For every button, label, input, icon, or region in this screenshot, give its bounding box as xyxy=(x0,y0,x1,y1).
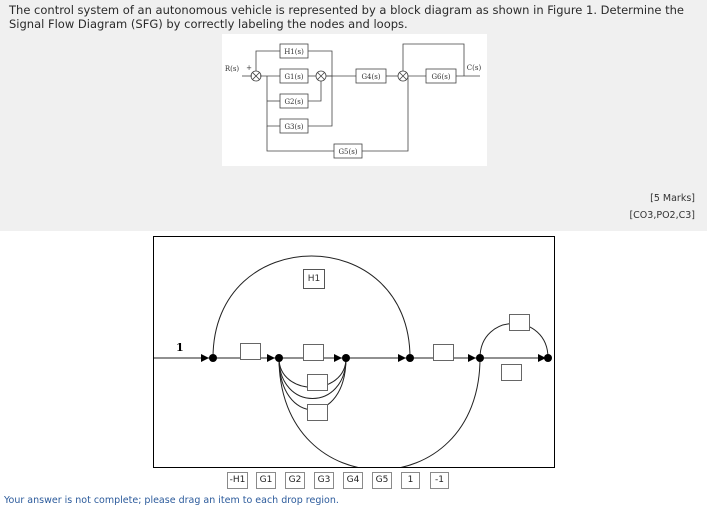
drop-region[interactable] xyxy=(307,404,328,421)
completion-status-message: Your answer is not complete; please drag… xyxy=(4,495,339,506)
token-g3[interactable]: G3 xyxy=(314,472,334,489)
block-g3: G3(s) xyxy=(284,123,303,131)
drop-region[interactable] xyxy=(307,374,328,391)
drop-region[interactable] xyxy=(433,344,454,361)
sfg-fixed-label-h1: H1 xyxy=(303,269,325,289)
token-one[interactable]: 1 xyxy=(401,472,420,489)
block-g2: G2(s) xyxy=(284,98,303,106)
token-neg-one[interactable]: -1 xyxy=(430,472,449,489)
block-input-label: R(s) xyxy=(225,65,240,73)
block-plus-sign: + xyxy=(246,64,252,72)
drop-region[interactable] xyxy=(303,344,324,361)
question-text: The control system of an autonomous vehi… xyxy=(9,3,684,31)
drop-region[interactable] xyxy=(501,364,522,381)
drop-region[interactable] xyxy=(509,314,530,331)
token-g2[interactable]: G2 xyxy=(285,472,305,489)
token-g1[interactable]: G1 xyxy=(256,472,276,489)
block-output-label: C(s) xyxy=(467,64,482,72)
signal-flow-graph-canvas: 1 H1 xyxy=(153,236,555,468)
token-g4[interactable]: G4 xyxy=(343,472,363,489)
token-g5[interactable]: G5 xyxy=(372,472,392,489)
outcomes-label: [CO3,PO2,C3] xyxy=(629,210,695,221)
block-g4: G4(s) xyxy=(361,73,380,81)
token-neg-h1[interactable]: -H1 xyxy=(227,472,248,489)
block-g1: G1(s) xyxy=(284,73,303,81)
block-g6: G6(s) xyxy=(431,73,450,81)
drop-region[interactable] xyxy=(240,343,261,360)
block-diagram-figure: R(s) C(s) H1(s) G1(s) G2(s) G3(s) G4(s) … xyxy=(222,34,487,166)
sfg-input-label: 1 xyxy=(176,341,184,354)
marks-label: [5 Marks] xyxy=(650,193,695,204)
block-g5: G5(s) xyxy=(338,148,357,156)
block-h1: H1(s) xyxy=(284,48,304,56)
question-panel: The control system of an autonomous vehi… xyxy=(0,0,707,231)
